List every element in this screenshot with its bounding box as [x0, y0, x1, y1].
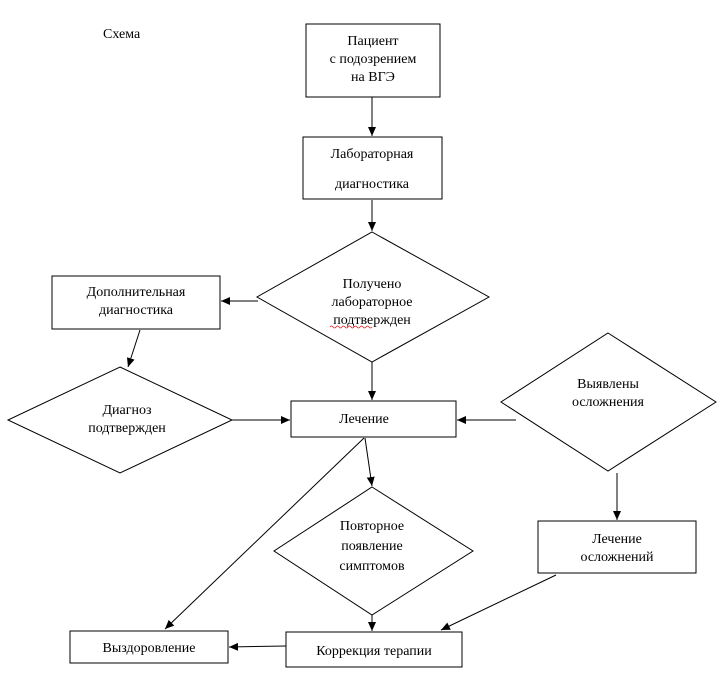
- node-text: подтвержден: [333, 313, 411, 328]
- node-text: с подозрением: [330, 52, 417, 67]
- node-recovery: Выздоровление: [69, 630, 229, 664]
- decision-lab-confirmed: Получено лабораторное подтвержден: [255, 231, 491, 363]
- node-patient: Пациент с подозрением на ВГЭ: [305, 23, 441, 98]
- node-text: Коррекция терапии: [316, 644, 432, 659]
- arrow-treatment-recurrence: [364, 437, 375, 487]
- node-lab-diagnostics: Лабораторная диагностика: [302, 136, 443, 200]
- node-text: диагностика: [99, 303, 174, 318]
- spellcheck-underline: [329, 325, 373, 329]
- arrow-compltreat-correction: [440, 574, 557, 631]
- connectors: [126, 97, 621, 651]
- node-text: Пациент: [347, 34, 398, 49]
- node-text: Дополнительная: [87, 285, 186, 300]
- caption: Схема: [103, 27, 141, 42]
- node-complication-treatment: Лечение осложнений: [537, 520, 697, 574]
- arrow-extra-diag: [126, 329, 141, 368]
- arrow-treatment-recovery: [164, 437, 365, 630]
- node-text: подтвержден: [88, 421, 166, 436]
- decision-symptom-recurrence: Повторное появление симптомов: [273, 486, 474, 616]
- decision-complications: Выявлены осложнения: [500, 332, 717, 472]
- node-therapy-correction: Коррекция терапии: [285, 631, 463, 668]
- node-text: на ВГЭ: [351, 70, 395, 85]
- node-text: диагностика: [335, 177, 410, 192]
- node-text: Получено: [343, 277, 402, 292]
- node-text: Диагноз: [102, 403, 151, 418]
- node-extra-diagnostics: Дополнительная диагностика: [51, 275, 221, 330]
- node-text: Лечение: [592, 532, 642, 547]
- node-text: симптомов: [339, 559, 405, 574]
- node-text: появление: [341, 539, 403, 554]
- node-text: Повторное: [340, 519, 404, 534]
- node-text: Выздоровление: [103, 641, 196, 656]
- node-text: осложнений: [580, 550, 654, 565]
- node-text: Выявлены: [577, 377, 639, 392]
- node-treatment: Лечение: [290, 400, 457, 438]
- node-text: Лечение: [339, 412, 389, 427]
- decision-diagnosis-confirmed: Диагноз подтвержден: [6, 366, 234, 474]
- arrow-correction-recovery: [228, 642, 287, 651]
- node-text: лабораторное: [332, 295, 413, 310]
- node-text: осложнения: [572, 395, 645, 410]
- node-text: Лабораторная: [331, 147, 414, 162]
